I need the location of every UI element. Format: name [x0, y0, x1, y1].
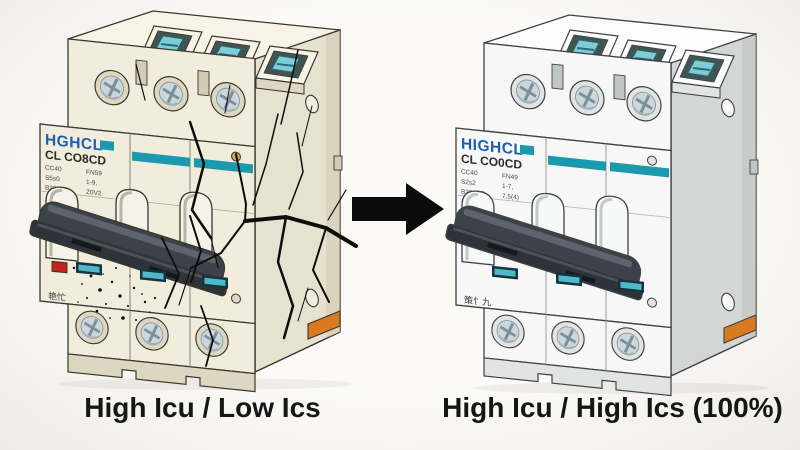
pole-clip-tab	[551, 63, 564, 90]
teal-stripe	[610, 162, 669, 178]
spec-cell: Z0V2	[86, 189, 102, 198]
side-vent-hole	[305, 94, 319, 114]
breaker-intact-illustration: HIGHCL CL CO0CD CC40 FN49 S2s2 1-7, B20Q…	[445, 14, 769, 397]
spec-cell: CC40	[461, 169, 478, 178]
breaker-body: HIGHCL CL CO0CD CC40 FN49 S2s2 1-7, B20Q…	[445, 14, 769, 397]
side-vent-hole	[721, 292, 735, 312]
din-rail-clip	[723, 314, 757, 344]
status-windows	[76, 261, 228, 289]
trip-alarm-indicator	[51, 260, 68, 274]
front-face: HIGHCL CL CO0CD CC40 FN49 S2s2 1-7, B20Q…	[445, 42, 672, 397]
spec-cell: 7,5(4)	[502, 193, 519, 202]
side-vent-hole	[721, 98, 735, 118]
side-tab	[749, 159, 759, 175]
brand-text: HGHCL	[45, 132, 103, 155]
model-text: CL CO0CD	[461, 152, 522, 172]
spec-cell: FN49	[502, 173, 518, 182]
status-windows	[492, 265, 644, 293]
spec-cell: FN59	[86, 169, 102, 178]
crack-damage	[72, 49, 358, 367]
bottom-feet	[67, 353, 256, 393]
caption-low-ics: High Icu / Low Ics	[84, 392, 321, 423]
spec-cell: 1-7,	[502, 183, 513, 191]
pole-clip-tab	[613, 74, 626, 101]
spec-cell: CC40	[45, 165, 62, 174]
side-tab	[333, 155, 343, 171]
rating-label: HGHCL CL CO8CD CC40 FN59 S5s0 1-9, B230K…	[45, 132, 114, 198]
label-mark: 策忄九	[464, 294, 491, 308]
spec-cell: S2s2	[461, 179, 476, 188]
pole-clip-tab	[197, 70, 210, 97]
breaker-damaged-illustration: HGHCL CL CO8CD CC40 FN59 S5s0 1-9, B230K…	[29, 10, 358, 393]
transition-arrow-icon	[352, 183, 444, 235]
brand-logo-square	[520, 144, 534, 156]
brand-text: HIGHCL	[461, 136, 523, 160]
spec-cell: S5s0	[45, 175, 60, 184]
toggle-tie-bar	[445, 205, 644, 301]
bottom-feet	[483, 357, 672, 397]
breaker-body: HGHCL CL CO8CD CC40 FN59 S5s0 1-9, B230K…	[29, 10, 358, 393]
label-mark: 艳忙	[48, 290, 66, 303]
spec-cell: 1-9,	[86, 179, 97, 187]
teal-stripe	[132, 151, 190, 167]
rivet	[647, 155, 657, 166]
debris-speckles	[72, 266, 157, 321]
brand-logo-square	[100, 140, 114, 151]
side-panel	[670, 33, 759, 378]
rivet	[647, 297, 657, 308]
caption-high-ics: High Icu / High Ics (100%)	[442, 392, 783, 423]
side-vent-hole	[305, 288, 319, 308]
model-text: CL CO8CD	[45, 148, 106, 168]
toggle-assembly	[445, 188, 644, 301]
rivet	[231, 293, 241, 304]
din-rail-clip	[307, 310, 341, 340]
side-panel	[254, 29, 343, 374]
teal-stripe	[548, 155, 606, 171]
